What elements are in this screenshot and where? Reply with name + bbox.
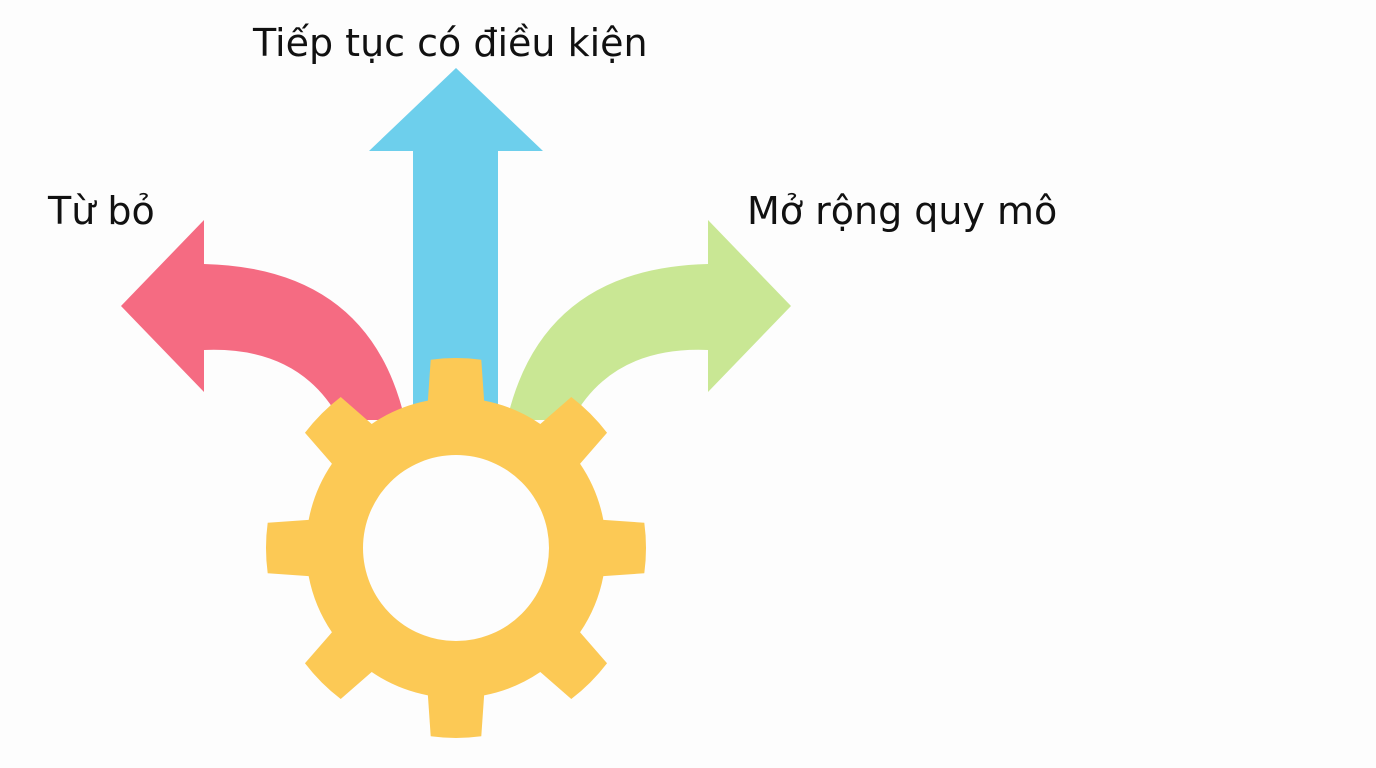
continue-conditionally-label: Tiếp tục có điều kiện <box>253 21 648 65</box>
arrow-up-icon <box>369 68 543 420</box>
curved-arrow-right-icon <box>507 220 791 420</box>
scale-up-label: Mở rộng quy mô <box>747 189 1058 233</box>
abandon-label: Từ bỏ <box>48 189 155 233</box>
curved-arrow-left-icon <box>121 220 405 420</box>
gear-icon <box>265 357 647 739</box>
